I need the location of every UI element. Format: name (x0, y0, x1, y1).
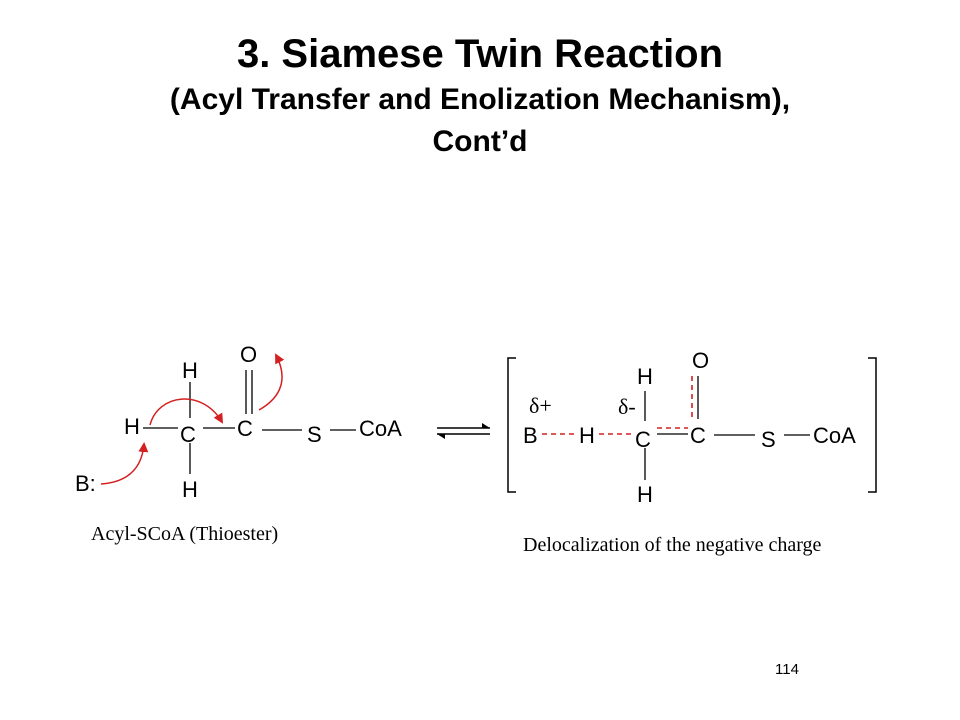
h-bottom-atom-ts: H (637, 482, 653, 507)
h-top-atom-ts: H (637, 364, 653, 389)
h-bridge-atom: H (579, 423, 595, 448)
bracket-right (868, 357, 877, 493)
base-atom: B: (75, 471, 96, 496)
slide-title: 3. Siamese Twin Reaction (Acyl Transfer … (0, 30, 960, 162)
delta-plus-label: δ+ (529, 393, 552, 418)
o-atom-ts: O (692, 348, 709, 373)
bracket-left (507, 357, 516, 493)
s-atom-ts: S (761, 427, 776, 452)
equilibrium-arrow (437, 423, 490, 439)
title-line-3: Cont’d (432, 125, 528, 158)
c-carbonyl-atom-ts: C (690, 423, 706, 448)
title-line-1: 3. Siamese Twin Reaction (236, 32, 724, 76)
c-alpha-atom: C (180, 422, 196, 447)
o-atom: O (240, 342, 257, 367)
h-top-atom: H (182, 358, 198, 383)
b-atom: B (523, 423, 538, 448)
c-carbonyl-atom: C (237, 416, 253, 441)
c-alpha-atom-ts: C (635, 427, 651, 452)
delocalization-caption: Delocalization of the negative charge (523, 534, 822, 556)
coa-atom-ts: CoA (813, 423, 856, 448)
transition-state-structure: δ+ δ- B H C H H C O S CoA (507, 348, 877, 507)
page-number: 114 (775, 661, 799, 678)
h-bottom-atom: H (182, 477, 198, 502)
acyl-scoa-caption: Acyl-SCoA (Thioester) (91, 523, 279, 545)
title-line-2: (Acyl Transfer and Enolization Mechanism… (169, 83, 791, 116)
arrow-ch-to-cc (149, 398, 224, 426)
arrow-co-to-o (258, 353, 285, 411)
s-atom: S (307, 422, 322, 447)
coa-atom: CoA (359, 416, 402, 441)
delta-minus-label: δ- (618, 394, 636, 419)
arrow-base-to-h (100, 442, 149, 485)
acyl-scoa-structure: B: H C H H C O S CoA (75, 342, 402, 502)
h-alpha-atom: H (124, 414, 140, 439)
